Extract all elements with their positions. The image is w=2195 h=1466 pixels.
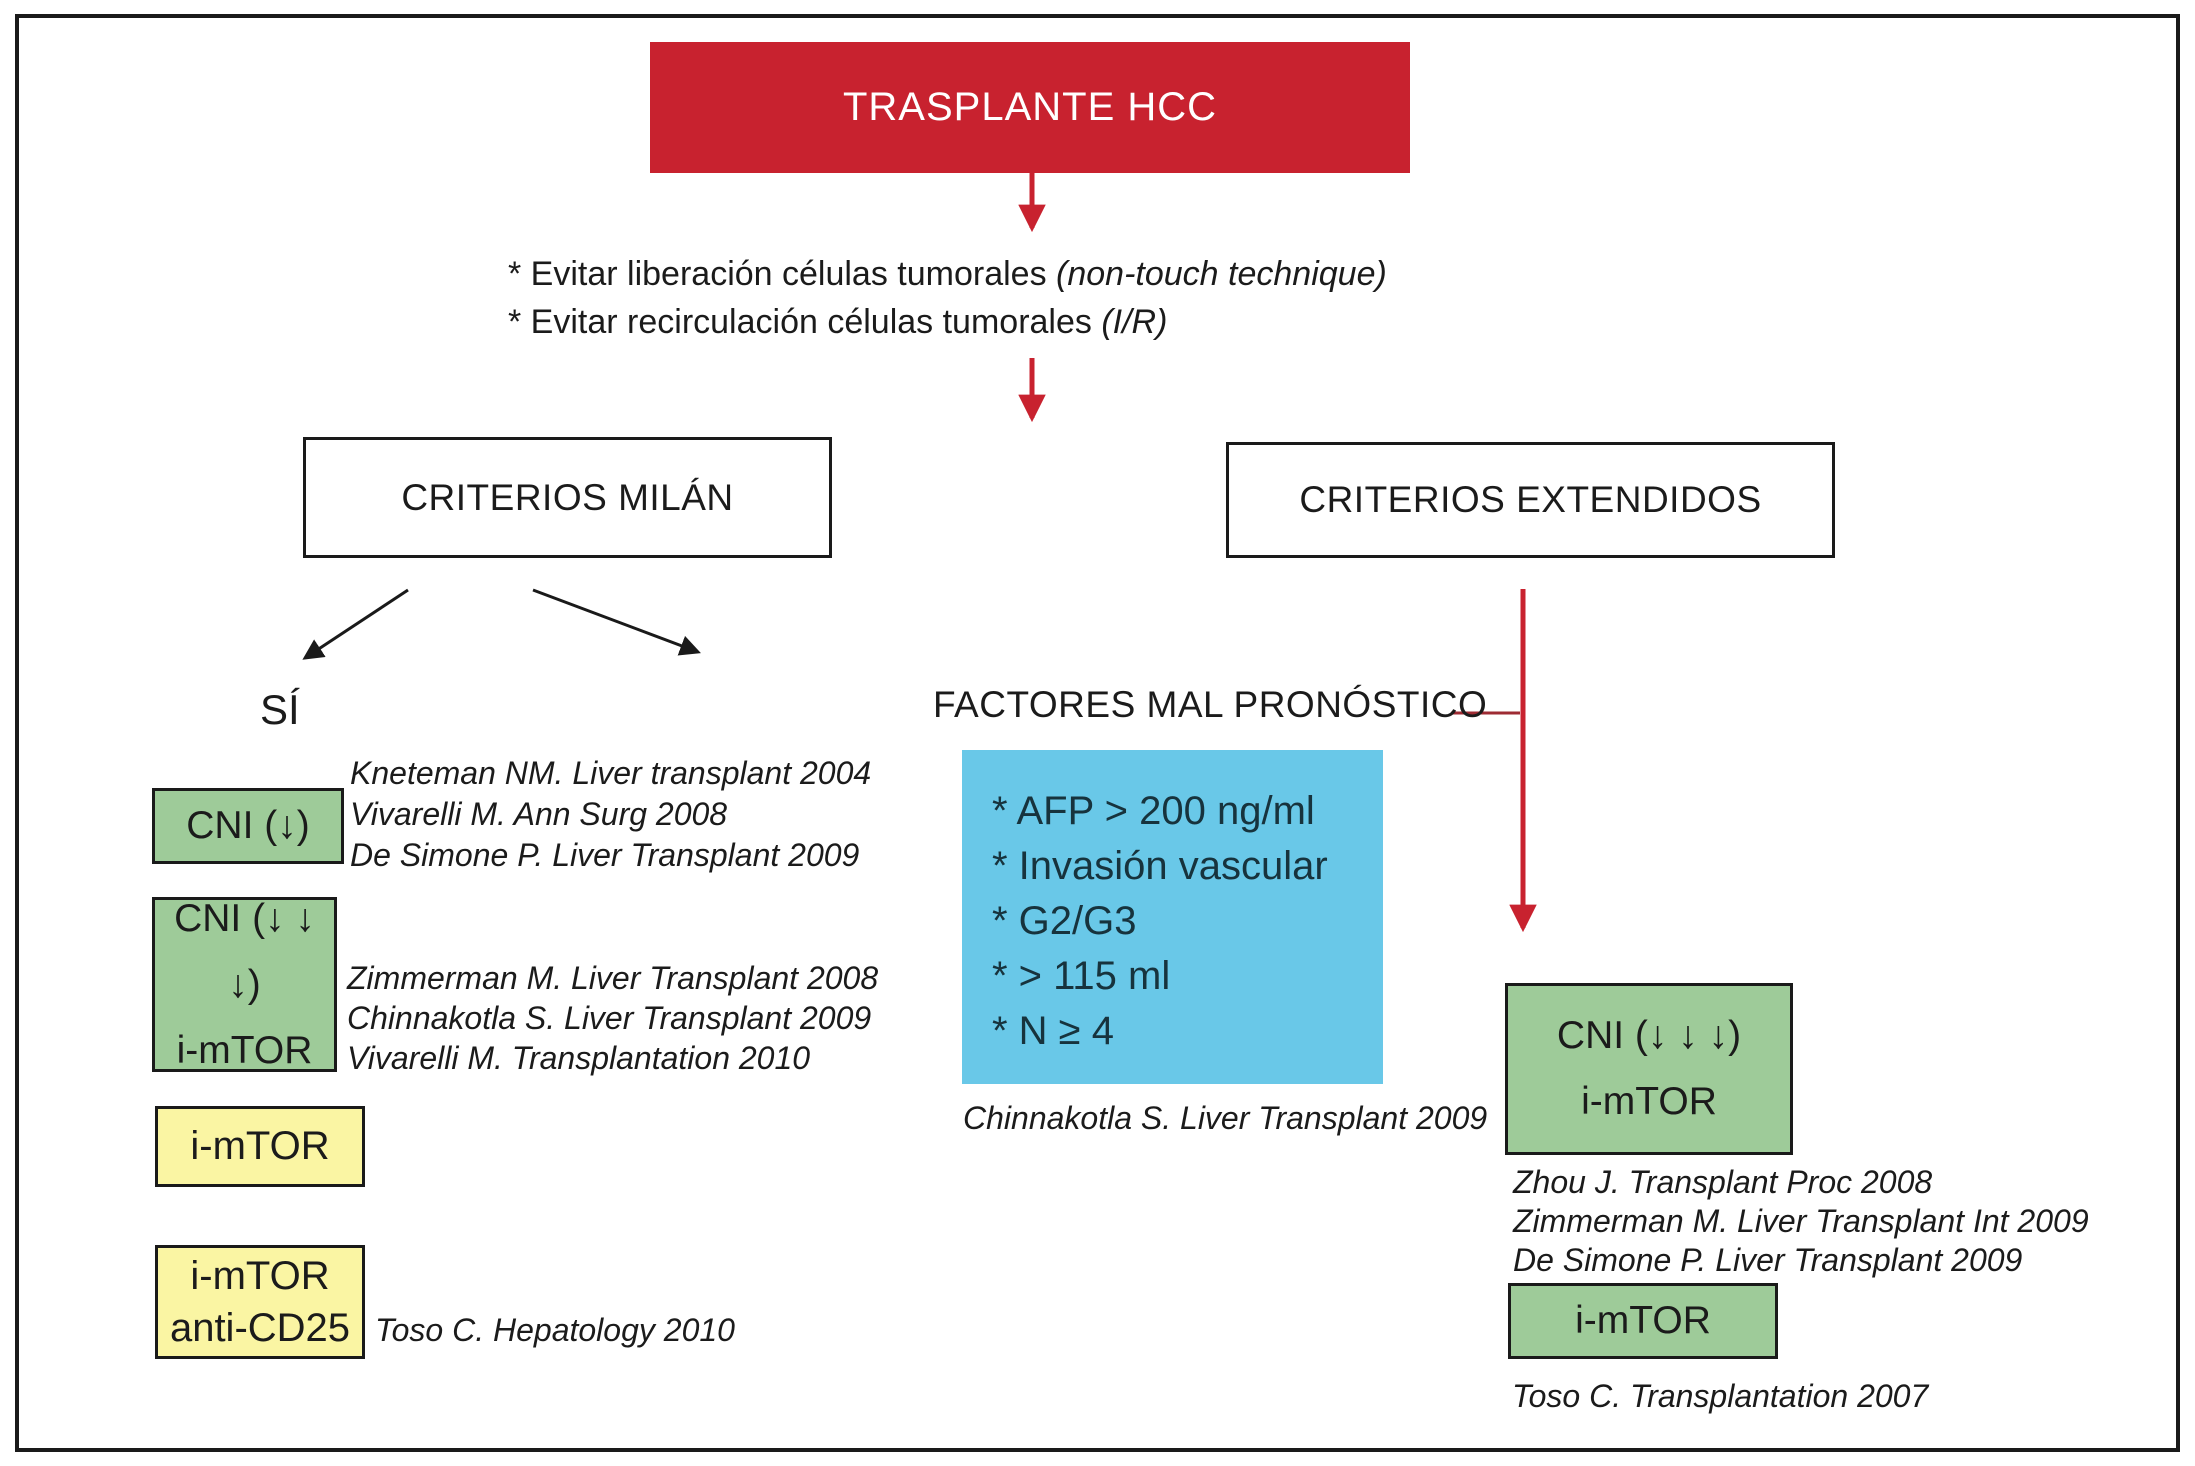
reference-line: Zimmerman M. Liver Transplant 2008	[347, 960, 879, 996]
reference-line: Zimmerman M. Liver Transplant Int 2009	[1513, 1203, 2089, 1239]
criterios-milan-box: CRITERIOS MILÁN	[303, 437, 832, 558]
extended-cni-minimized-imtor-references: Zhou J. Transplant Proc 2008 Zimmerman M…	[1513, 1163, 2089, 1280]
trasplante-hcc-box: TRASPLANTE HCC	[650, 42, 1410, 173]
criterios-milan-label: CRITERIOS MILÁN	[401, 476, 734, 518]
note-line-2: * Evitar recirculación células tumorales…	[508, 303, 1168, 341]
risk-factor-item: * Invasión vascular	[992, 844, 1328, 888]
cni-minimized-imtor-references: Zimmerman M. Liver Transplant 2008 Chinn…	[347, 958, 878, 1078]
reference-line: Zhou J. Transplant Proc 2008	[1513, 1164, 1933, 1200]
factores-mal-pronostico-label: FACTORES MAL PRONÓSTICO	[933, 684, 1488, 725]
imtor-anticd25-box: i-mTOR anti-CD25	[155, 1245, 365, 1359]
extended-imtor-reference: Toso C. Transplantation 2007	[1512, 1378, 1929, 1414]
risk-factors-box: * AFP > 200 ng/ml * Invasión vascular * …	[962, 750, 1383, 1084]
risk-factor-item: * AFP > 200 ng/ml	[992, 789, 1315, 833]
imtor-box: i-mTOR	[155, 1106, 365, 1187]
reference-line: Kneteman NM. Liver transplant 2004	[350, 755, 872, 791]
reference-line: Vivarelli M. Transplantation 2010	[347, 1040, 811, 1076]
extended-cni-minimized-imtor-box: CNI (↓ ↓ ↓) i-mTOR	[1505, 983, 1793, 1155]
si-branch-label: SÍ	[260, 686, 300, 733]
extended-imtor-box: i-mTOR	[1508, 1283, 1778, 1359]
note-line-1: * Evitar liberación células tumorales (n…	[508, 255, 1387, 293]
cni-reduced-box: CNI (↓)	[152, 788, 344, 864]
risk-factor-item: * N ≥ 4	[992, 1009, 1114, 1053]
imtor-anticd25-reference: Toso C. Hepatology 2010	[375, 1312, 735, 1348]
cni-reduced-references: Kneteman NM. Liver transplant 2004 Vivar…	[350, 753, 871, 876]
risk-factor-item: * > 115 ml	[992, 954, 1171, 998]
reference-line: Vivarelli M. Ann Surg 2008	[350, 796, 728, 832]
risk-factors-reference: Chinnakotla S. Liver Transplant 2009	[963, 1100, 1488, 1136]
reference-line: De Simone P. Liver Transplant 2009	[350, 837, 860, 873]
cni-minimized-imtor-box: CNI (↓ ↓ ↓) i-mTOR	[152, 897, 337, 1072]
criterios-extendidos-label: CRITERIOS EXTENDIDOS	[1299, 479, 1762, 520]
trasplante-hcc-label: TRASPLANTE HCC	[842, 85, 1218, 129]
criterios-extendidos-box: CRITERIOS EXTENDIDOS	[1226, 442, 1835, 558]
surgical-notes: * Evitar liberación células tumorales (n…	[508, 250, 1387, 346]
reference-line: De Simone P. Liver Transplant 2009	[1513, 1242, 2023, 1278]
risk-factor-item: * G2/G3	[992, 899, 1137, 943]
reference-line: Chinnakotla S. Liver Transplant 2009	[347, 1000, 872, 1036]
figure-border	[15, 14, 2180, 1452]
